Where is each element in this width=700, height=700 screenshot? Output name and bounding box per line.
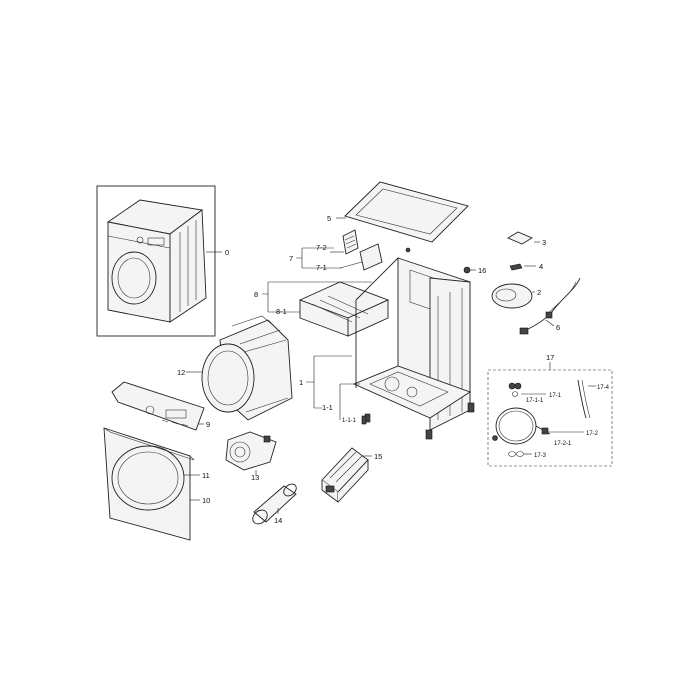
label-10: 10 [202,496,210,505]
part-17-hose-kit[interactable]: 17 17-1 17-1-1 17-4 17-2 17-2-1 17-3 [487,353,613,467]
part-4-clip[interactable]: 4 [509,262,543,271]
label-17-2: 17-2 [586,431,599,437]
label-7-2: 7-2 [316,243,327,252]
part-6-wire-harness[interactable]: 6 [519,277,581,335]
label-4: 4 [539,262,543,271]
label-8-1: 8-1 [276,307,287,316]
label-6: 6 [556,323,560,332]
part-0-dryer-assembly[interactable]: 0 [96,185,229,337]
part-10-front-panel[interactable]: 10 [103,427,210,541]
part-13-blower[interactable]: 13 [225,431,277,482]
part-17-3-washer[interactable] [508,451,516,457]
label-7-1: 7-1 [316,263,327,272]
label-14: 14 [274,516,282,525]
label-5: 5 [327,214,331,223]
part-7-1-housing[interactable] [359,243,383,271]
part-17-4-hose[interactable] [577,379,587,419]
kit-frame [487,369,613,467]
foot-right [467,402,475,413]
part-8-duct-assembly[interactable]: 8 8-1 [254,281,390,337]
label-16: 16 [478,266,486,275]
part-12-drum[interactable]: 12 [177,315,293,421]
label-17-1: 17-1 [549,393,562,399]
label-2: 2 [537,288,541,297]
foot-front [425,429,433,440]
label-1-1-1: 1-1-1 [342,418,357,424]
cabinet-body[interactable]: 16 [352,247,486,440]
label-8: 8 [254,290,258,299]
part-17-1-fitting[interactable] [508,382,516,390]
label-7: 7 [289,254,293,263]
part-17-2-coil[interactable] [495,407,537,445]
label-12: 12 [177,368,185,377]
label-11: 11 [202,471,210,480]
label-17-2-1: 17-2-1 [554,441,572,447]
part-2-motor[interactable]: 2 [491,283,541,309]
label-3: 3 [542,238,546,247]
label-13: 13 [251,473,259,482]
part-1-base-assembly[interactable]: 1 1-1 1-1-1 [299,355,367,425]
label-17-3: 17-3 [534,453,547,459]
part-16-bolt[interactable] [463,266,471,274]
inset-frame [96,185,216,337]
part-5-top-cover[interactable]: 5 [327,181,469,243]
part-3-component[interactable]: 3 [507,231,546,247]
part-9-control-panel[interactable]: 9 [111,381,210,431]
part-11-door-opening[interactable]: 11 [111,445,210,511]
label-9: 9 [206,420,210,429]
label-17-4: 17-4 [597,385,610,391]
part-15-heater[interactable]: 15 [321,447,382,503]
label-1: 1 [299,378,303,387]
label-1-1: 1-1 [322,403,333,412]
label-0: 0 [225,248,229,257]
label-17-1-1: 17-1-1 [526,398,544,404]
part-7-filter-housing[interactable]: 7 7-2 7-1 [289,229,383,272]
part-14-duct-tube[interactable]: 14 [250,482,299,527]
label-15: 15 [374,452,382,461]
part-1-1-1-screw[interactable] [361,415,367,425]
label-17: 17 [546,353,554,362]
